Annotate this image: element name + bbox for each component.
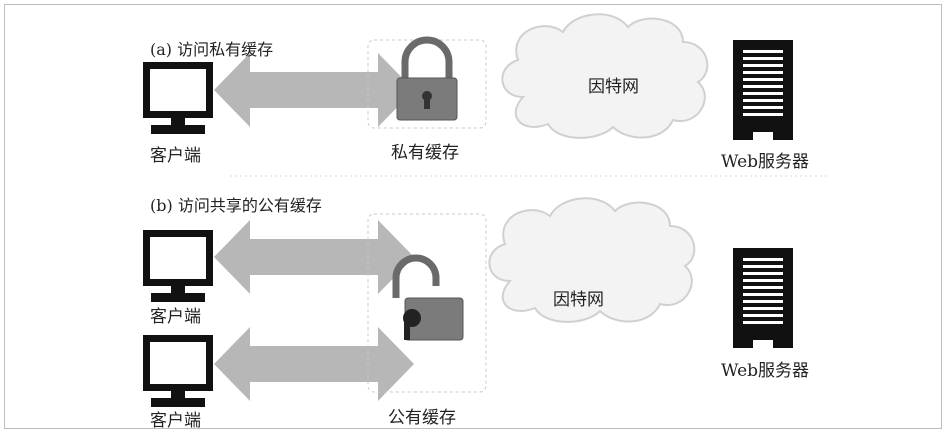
public-cache-box	[367, 213, 487, 393]
private-cache-label: 私有缓存	[391, 143, 459, 163]
server-icon	[733, 248, 793, 348]
internet-label: 因特网	[553, 290, 604, 310]
computer-icon	[143, 335, 213, 407]
double-arrow-icon	[214, 327, 414, 401]
figure-frame	[4, 4, 942, 429]
computer-icon	[143, 62, 213, 134]
panel-a-title: (a) 访问私有缓存	[150, 40, 274, 59]
lock-open-icon	[392, 254, 464, 341]
web-server-label: Web服务器	[721, 361, 810, 381]
internet-label: 因特网	[588, 77, 639, 97]
public-cache-label: 公有缓存	[388, 408, 456, 428]
server-icon	[733, 40, 793, 140]
client-label: 客户端	[150, 146, 201, 166]
private-cache-box	[367, 39, 487, 129]
client-label: 客户端	[150, 307, 201, 327]
double-arrow-icon	[214, 220, 414, 294]
panel-b-title: (b) 访问共享的公有缓存	[150, 196, 322, 215]
web-server-label: Web服务器	[721, 152, 810, 172]
computer-icon	[143, 230, 213, 302]
client-label: 客户端	[150, 411, 201, 431]
lock-closed-icon	[396, 36, 458, 121]
double-arrow-icon	[214, 53, 414, 127]
